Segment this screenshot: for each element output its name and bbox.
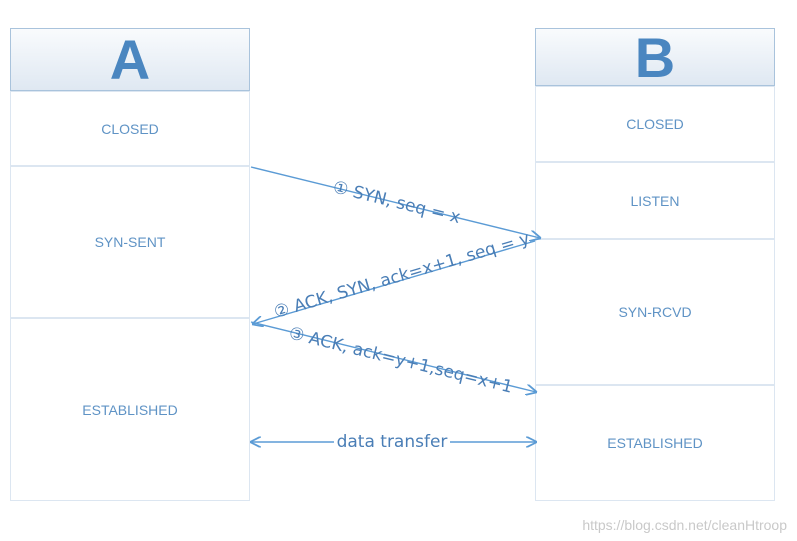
state-label: ESTABLISHED [607,435,703,451]
syn-message: ① SYN, seq = x [331,177,463,228]
host-b-state-listen: LISTEN [535,162,775,239]
syn-ack-message: ② ACK, SYN, ack=x+1, seq = y [272,229,532,323]
state-label: SYN-SENT [94,234,166,250]
host-a-state-closed: CLOSED [10,91,250,166]
host-b-state-closed: CLOSED [535,86,775,162]
host-a-state-established: ESTABLISHED [10,318,250,501]
host-b-state-established: ESTABLISHED [535,385,775,501]
syn-arrow [250,166,540,238]
state-label: LISTEN [630,192,680,209]
host-b-label: B [634,25,676,89]
syn-ack-arrow [253,240,536,324]
host-a-state-syn-sent: SYN-SENT [10,166,250,318]
state-label: SYN-RCVD [618,304,692,320]
host-a-header: A [10,28,250,91]
watermark: https://blog.csdn.net/cleanHtroop [582,517,787,533]
ack-message: ③ ACK, ack=y+1,seq=x+1 [287,323,515,397]
state-label: CLOSED [626,116,684,132]
data-transfer-label: data transfer [337,432,448,452]
host-a-label: A [109,28,151,91]
state-label: CLOSED [101,120,159,137]
host-b-header: B [535,26,775,89]
state-label: ESTABLISHED [82,401,178,418]
host-b-state-syn-rcvd: SYN-RCVD [535,239,775,385]
ack-arrow [250,321,536,392]
